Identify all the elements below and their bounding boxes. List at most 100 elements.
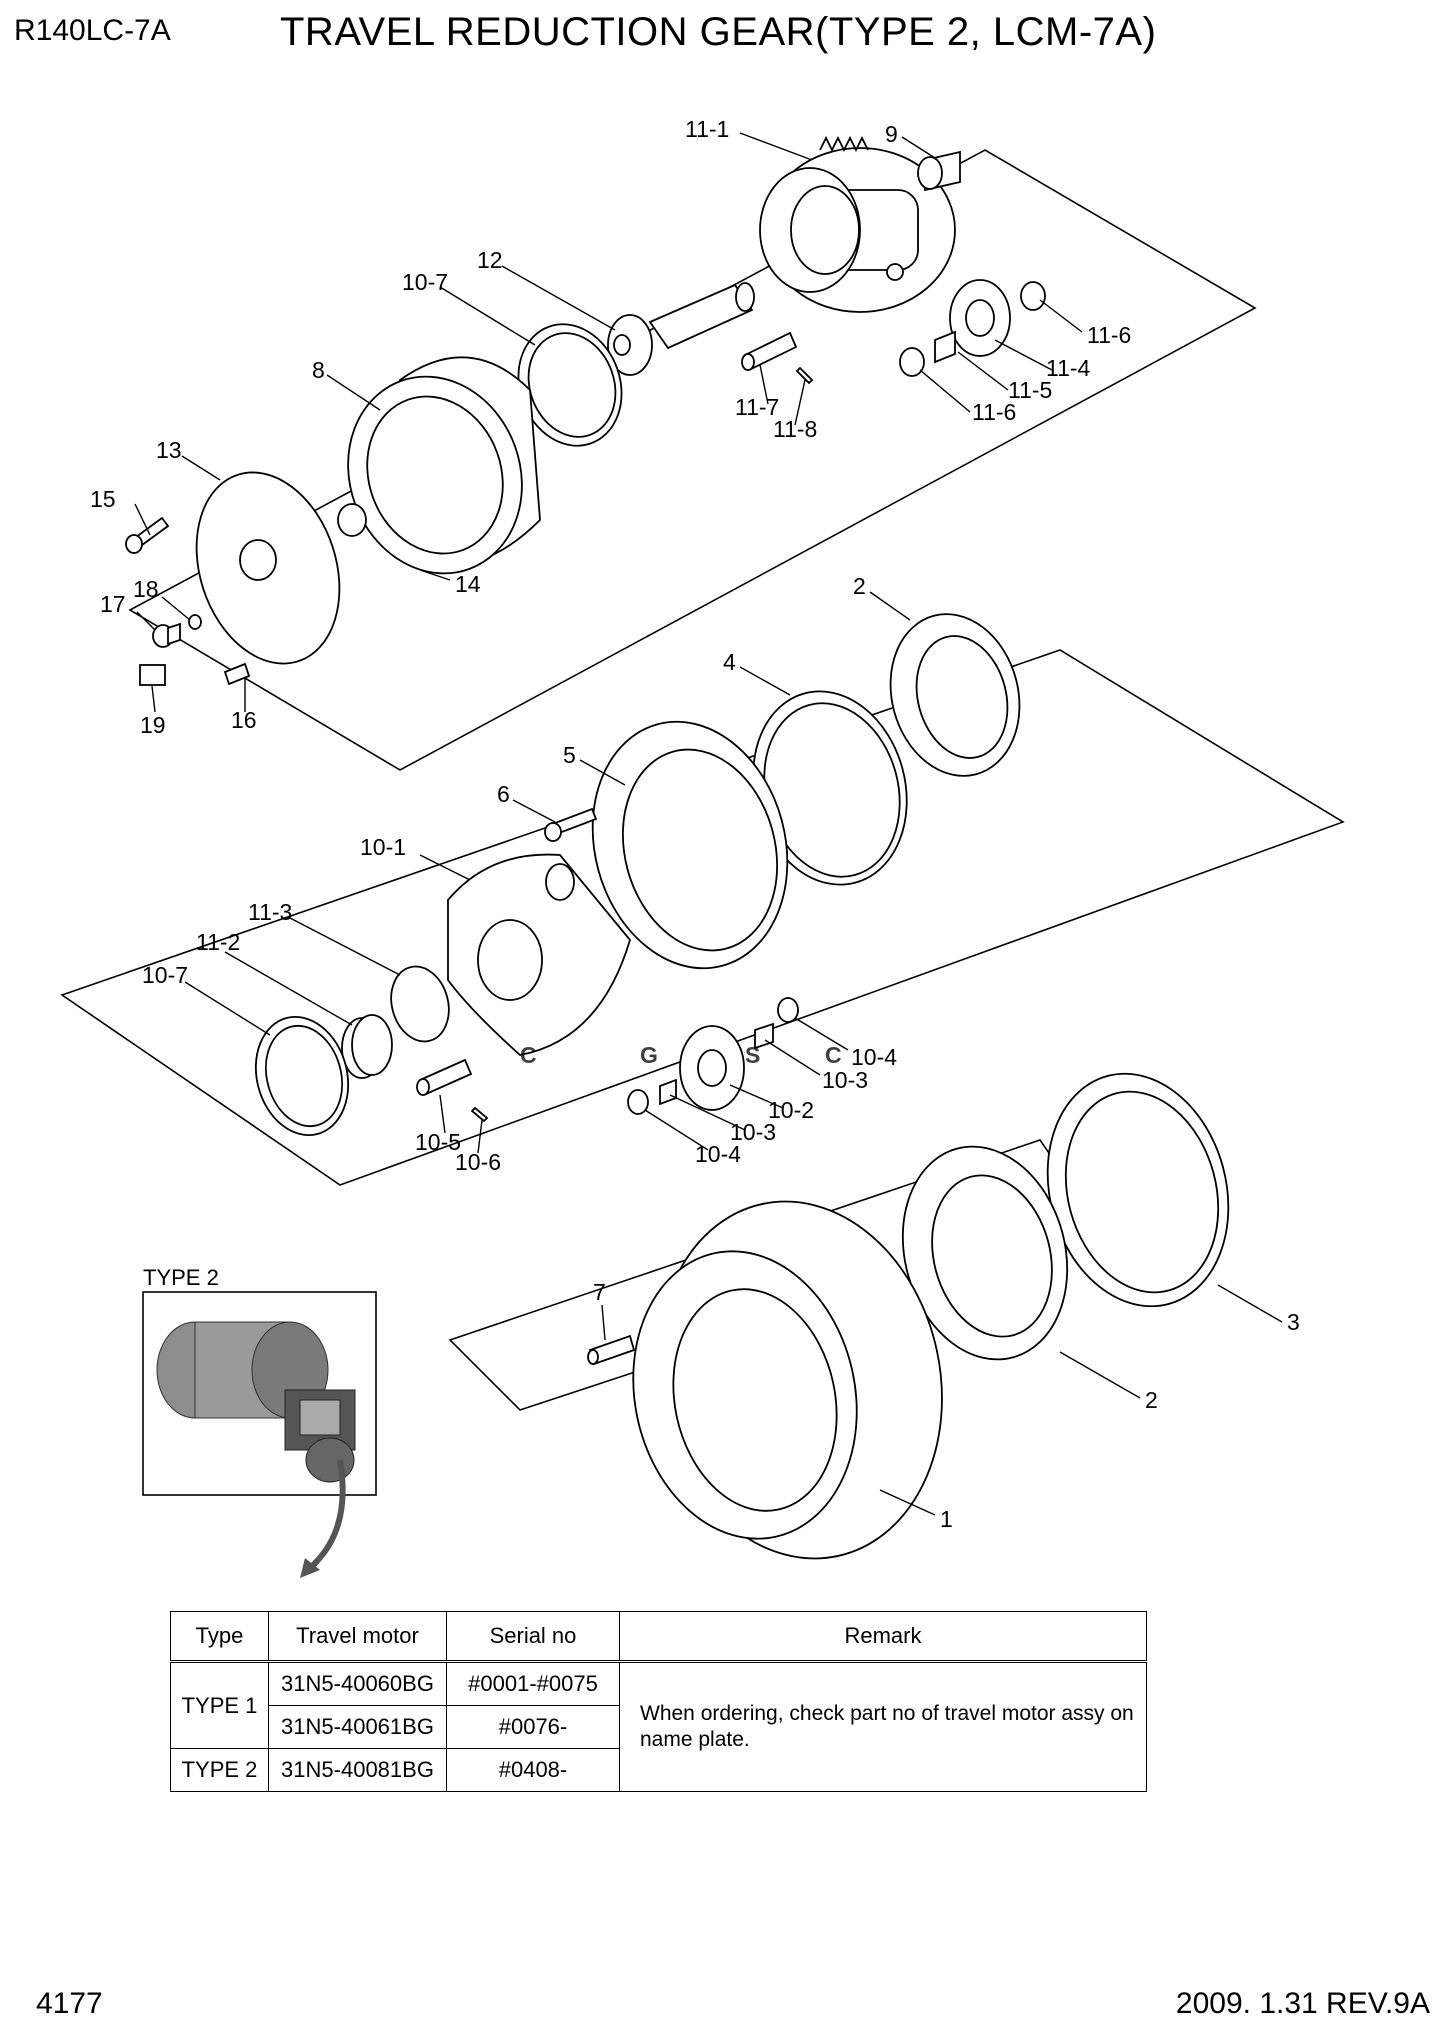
- thrust-washer-10-7-middle: [254, 1015, 350, 1137]
- callout-10-4-upper: 10-4: [851, 1044, 897, 1070]
- callout-11-5: 11-5: [1008, 377, 1052, 403]
- sun-gear-11-2: [341, 1014, 393, 1079]
- o-ring-18: [188, 614, 202, 630]
- callout-1: 1: [940, 1506, 953, 1532]
- callout-8: 8: [312, 357, 325, 383]
- row-motor: 31N5-40060BG: [268, 1661, 447, 1706]
- inset-arrow-head: [300, 1558, 320, 1578]
- row-motor: 31N5-40081BG: [268, 1748, 447, 1792]
- housing-1: [632, 1200, 943, 1560]
- page-number: 4177: [36, 1987, 103, 2020]
- thrust-plate-10-4-lower: [627, 1089, 649, 1115]
- callout-13: 13: [156, 437, 182, 463]
- inset-label: TYPE 2: [143, 1265, 219, 1290]
- watermark-letter-4: C: [825, 1042, 842, 1068]
- revision-date: 2009. 1.31 REV.9A: [1175, 1987, 1430, 2020]
- planet-gear-11-4: [949, 279, 1011, 357]
- table-header-row: Type Travel motor Serial no Remark: [170, 1611, 1147, 1663]
- header-travel-motor: Travel motor: [268, 1611, 447, 1663]
- callout-3: 3: [1287, 1309, 1300, 1335]
- row-serial: #0408-: [446, 1748, 620, 1792]
- callout-9: 9: [885, 121, 898, 147]
- table-row: TYPE 2 31N5-40081BG #0408-: [170, 1748, 1147, 1792]
- callout-15: 15: [90, 486, 116, 512]
- callout-10-6: 10-6: [455, 1149, 501, 1175]
- callout-11-3: 11-3: [248, 899, 292, 925]
- spring-pin-11-8: [795, 366, 814, 385]
- watermark-letter-2: G: [640, 1042, 658, 1068]
- pin-10-5: [416, 1058, 473, 1096]
- bolt-6: [544, 807, 598, 842]
- travel-motor-table: Type Travel motor Serial no Remark TYPE …: [170, 1611, 1147, 1792]
- callout-10-3-upper: 10-3: [822, 1067, 868, 1093]
- table-row: 31N5-40061BG #0076-: [171, 1705, 1147, 1749]
- needle-bearing-10-3-lower: [659, 1078, 677, 1106]
- callout-10-7-middle: 10-7: [142, 962, 188, 988]
- pin-7: [587, 1334, 636, 1366]
- callout-19: 19: [140, 712, 166, 738]
- callout-10-3-lower: 10-3: [730, 1119, 776, 1145]
- type2-inset: [142, 1291, 377, 1578]
- travel-motor-photo: [156, 1321, 356, 1483]
- watermark-letter-3: S: [745, 1042, 760, 1068]
- callout-11-7: 11-7: [735, 394, 779, 420]
- plug-17: [152, 622, 181, 648]
- snap-ring-11-3: [390, 965, 450, 1043]
- pin-11-7: [741, 331, 798, 371]
- callout-10-1: 10-1: [360, 834, 406, 860]
- planet-gear-10-2: [679, 1025, 745, 1111]
- row-serial: #0076-: [446, 1705, 620, 1749]
- thrust-plate-11-6-lower: [899, 347, 925, 377]
- cover-13: [195, 471, 341, 665]
- callout-11-6-upper: 11-6: [1087, 322, 1131, 348]
- floating-seal-4: [752, 690, 908, 886]
- thrust-plate-11-6-upper: [1020, 281, 1046, 311]
- name-plate-19: [139, 664, 166, 686]
- header-serial-no: Serial no: [446, 1611, 620, 1663]
- row-type: TYPE 2: [170, 1748, 269, 1792]
- thrust-washer-10-7: [517, 323, 623, 447]
- table-row: TYPE 1 31N5-40060BG #0001-#0075 When ord…: [170, 1661, 1147, 1792]
- callout-14: 14: [455, 571, 481, 597]
- watermark-letter-1: C: [520, 1042, 537, 1068]
- row-serial: #0001-#0075: [446, 1661, 620, 1706]
- header-type: Type: [170, 1611, 269, 1663]
- model-number: R140LC-7A: [14, 14, 171, 47]
- callout-10-7-upper: 10-7: [402, 269, 448, 295]
- bearing-2-upper: [889, 613, 1021, 777]
- bushing-9: [917, 150, 961, 192]
- bolt-15: [125, 516, 170, 554]
- callout-10-5: 10-5: [415, 1129, 461, 1155]
- callout-18: 18: [133, 576, 159, 602]
- carrier-10-1: [447, 853, 632, 1056]
- carrier-11-1: [759, 135, 956, 313]
- callout-4: 4: [723, 649, 736, 675]
- leader-lines: [134, 132, 1283, 1516]
- callout-2-upper: 2: [853, 573, 866, 599]
- watermark-logo: C G S C: [520, 1042, 842, 1068]
- row-motor: 31N5-40061BG: [268, 1705, 447, 1749]
- callout-11-6-lower: 11-6: [972, 399, 1016, 425]
- spring-pin-10-6: [470, 1106, 489, 1123]
- ring-gear-8: [337, 356, 541, 575]
- upper-section-outline: [128, 149, 1257, 771]
- plug-16: [223, 662, 251, 686]
- bearing-2-lower: [901, 1145, 1069, 1361]
- row-type: TYPE 1: [170, 1661, 269, 1749]
- page-title: TRAVEL REDUCTION GEAR(TYPE 2, LCM-7A): [280, 10, 1157, 54]
- row-remark: When ordering, check part no of travel m…: [619, 1661, 1147, 1792]
- callout-11-8: 11-8: [773, 416, 817, 442]
- callout-10-4-lower: 10-4: [695, 1141, 741, 1167]
- callout-12: 12: [477, 247, 503, 273]
- callout-16: 16: [231, 707, 257, 733]
- callout-labels: 11-1 9 12 10-7 8 13 15 18 17 14 19 16 11…: [90, 116, 1300, 1532]
- callout-5: 5: [563, 742, 576, 768]
- floating-seal-3: [1046, 1072, 1230, 1308]
- callout-11-4: 11-4: [1046, 355, 1091, 381]
- ring-nut-5: [591, 720, 789, 970]
- callout-10-2: 10-2: [768, 1097, 814, 1123]
- header-remark: Remark: [619, 1611, 1147, 1663]
- callout-7: 7: [593, 1279, 606, 1305]
- thrust-plate-10-4-upper: [777, 997, 799, 1023]
